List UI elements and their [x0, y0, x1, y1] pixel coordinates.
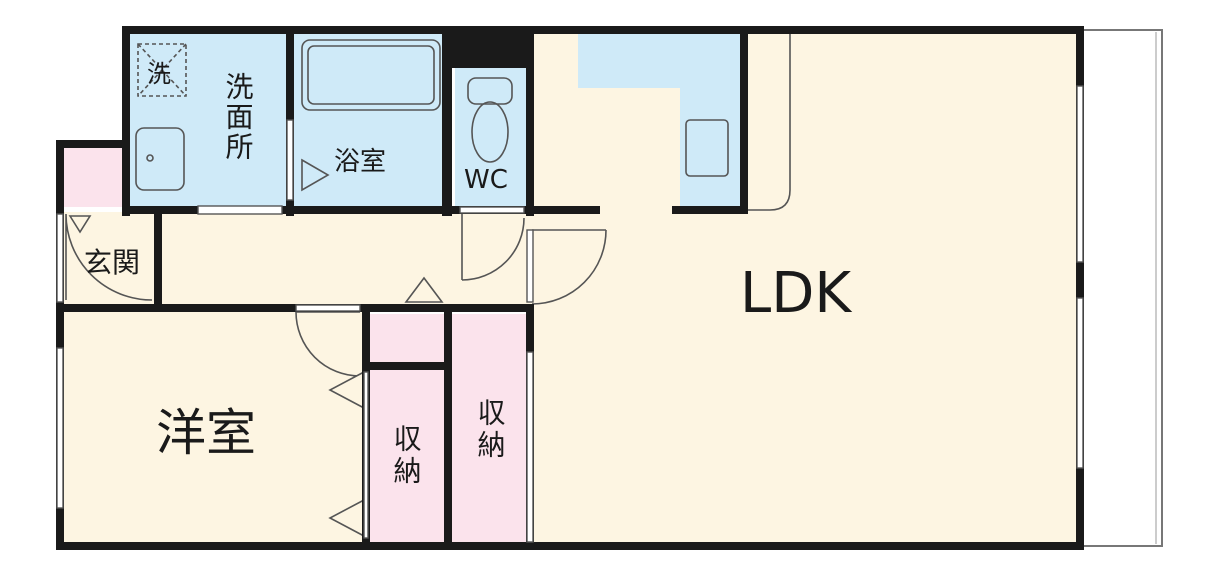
western-room-label: 洋室	[156, 404, 256, 462]
washer-pan	[137, 43, 187, 97]
labels: LDK 洋室 浴室 WC 洗面所 玄関 収納 収納 洗	[84, 60, 852, 488]
floor-fills	[60, 30, 1080, 546]
kitchen-sink	[685, 119, 729, 177]
wall-entrance-top	[56, 140, 128, 148]
kitchen-counter-edge	[745, 34, 791, 211]
storage2-floor	[452, 314, 528, 546]
wall-hall-bottom	[56, 304, 534, 312]
wall-storage1-shelf	[362, 362, 452, 370]
wall-bath-wc	[442, 26, 452, 216]
wall-bottom	[56, 542, 1084, 550]
bathtub	[301, 39, 441, 111]
bath-label: 浴室	[334, 147, 386, 177]
entrance-label: 玄関	[84, 246, 140, 279]
hall-closet-arrow	[404, 276, 444, 303]
wall-kitchen-post	[740, 26, 748, 214]
wash-door-gap	[197, 205, 283, 215]
western-window	[56, 347, 64, 509]
bath-door-gap	[286, 119, 294, 201]
wall-top-dark-block	[446, 26, 530, 68]
toilet-bowl	[471, 101, 509, 163]
storage1-gap	[363, 371, 369, 539]
storage1-upper	[368, 314, 444, 364]
wc-floor	[455, 68, 527, 210]
wall-wash-left	[122, 26, 130, 216]
bathtub-inner	[307, 45, 435, 105]
ldk-window-1	[1076, 85, 1084, 263]
wc-label: WC	[464, 165, 508, 195]
storage1-label: 収納	[390, 424, 423, 488]
ldk-window-2	[1076, 297, 1084, 469]
entrance-door-swing	[65, 213, 153, 301]
shoe-closet	[64, 145, 124, 207]
wall-wc-ldk	[526, 26, 534, 216]
balcony	[1084, 29, 1163, 547]
wc-door-swing	[461, 214, 525, 281]
wall-hall-door-lintel	[154, 212, 162, 306]
western-door-gap	[295, 304, 361, 312]
ldk-door-swing	[531, 229, 607, 305]
wall-kitchen-stub	[672, 206, 748, 214]
ldk-floor	[530, 30, 1080, 546]
storage1-floor	[368, 368, 444, 546]
western-room-floor	[60, 306, 365, 546]
toilet-tank	[467, 77, 513, 105]
wall-top	[122, 26, 1084, 34]
entrance-floor	[60, 212, 125, 306]
wall-right	[1076, 26, 1084, 550]
washer-pan-cross2	[137, 43, 187, 97]
wall-storage-mid	[444, 304, 452, 550]
storage2-label: 収納	[474, 398, 507, 462]
kitchen-counter	[578, 34, 740, 210]
openings	[56, 85, 1084, 543]
sink-basin	[135, 127, 185, 191]
bath-door-arrow	[301, 158, 330, 192]
storage2-door-gap	[526, 351, 534, 543]
hallway-floor	[125, 212, 530, 306]
entrance-door-gap	[56, 213, 64, 303]
washer-label: 洗	[147, 60, 171, 88]
ldk-label: LDK	[740, 261, 852, 326]
ldk-door-gap	[526, 229, 534, 303]
wc-door-gap	[459, 206, 525, 214]
washroom-label: 洗面所	[222, 72, 255, 162]
entrance-door-arrow	[68, 215, 92, 234]
sink-drain	[146, 154, 154, 162]
wall-wash-bottom	[122, 206, 600, 214]
fixtures	[135, 34, 791, 211]
